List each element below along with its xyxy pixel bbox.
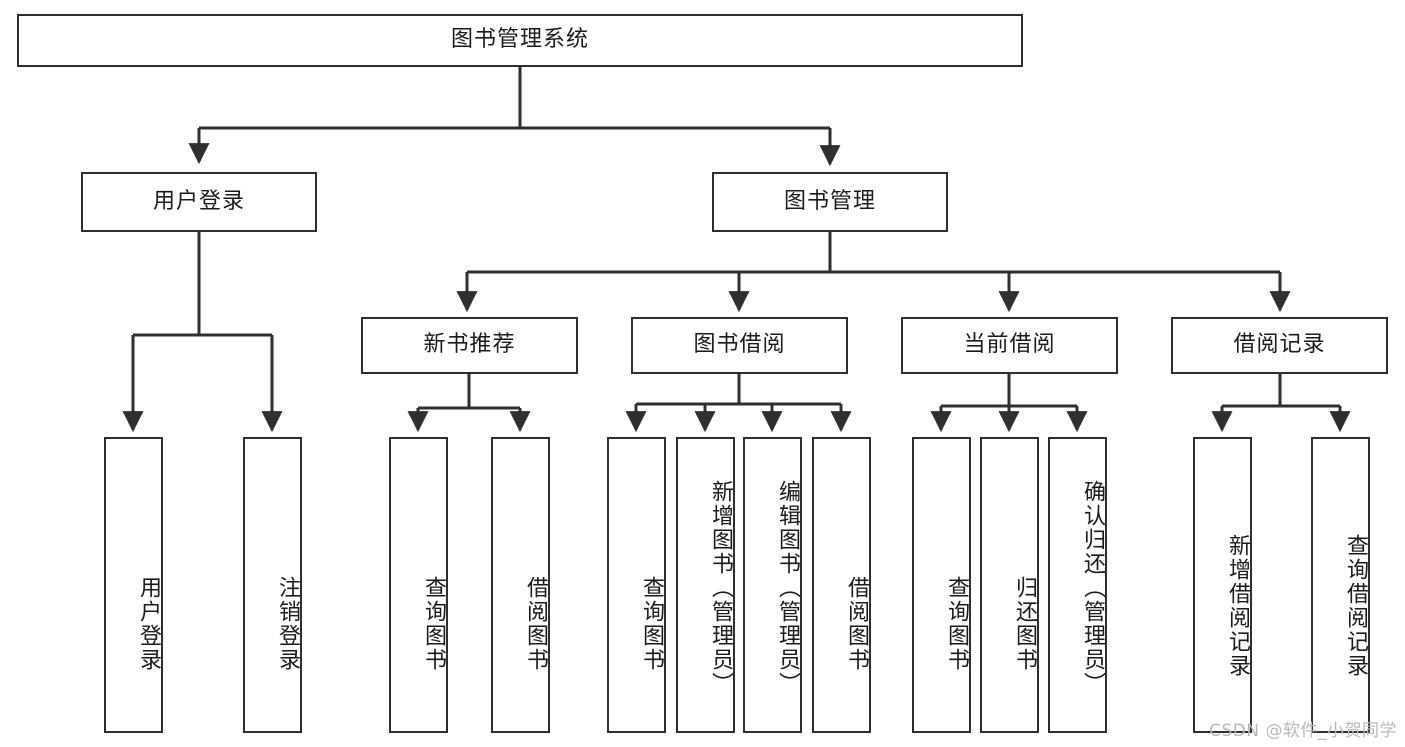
node-user-login[interactable]: 用户登录	[81, 172, 317, 232]
node-leaf-user-login-login[interactable]: 用户登录	[104, 437, 163, 733]
node-leaf-book-borrow-edit[interactable]: 编辑图书（管理员）	[743, 437, 802, 733]
node-leaf-label: 编辑图书（管理员）	[775, 480, 800, 696]
node-leaf-current-borrow-return[interactable]: 归还图书	[980, 437, 1039, 733]
node-new-book-recommend[interactable]: 新书推荐	[361, 317, 578, 374]
node-leaf-book-borrow-borrow[interactable]: 借阅图书	[812, 437, 871, 733]
node-book-management-label: 图书管理	[783, 188, 876, 214]
node-leaf-current-borrow-confirm[interactable]: 确认归还（管理员）	[1048, 437, 1107, 733]
node-leaf-book-borrow-add[interactable]: 新增图书（管理员）	[676, 437, 735, 733]
node-leaf-current-borrow-query[interactable]: 查询图书	[912, 437, 971, 733]
node-current-borrow[interactable]: 当前借阅	[901, 317, 1118, 374]
node-root[interactable]: 图书管理系统	[17, 14, 1023, 67]
node-leaf-label: 查询图书	[421, 576, 446, 672]
node-book-borrow[interactable]: 图书借阅	[631, 317, 848, 374]
node-leaf-label: 查询借阅记录	[1343, 534, 1368, 678]
node-current-borrow-label: 当前借阅	[963, 332, 1056, 358]
node-leaf-user-login-logout[interactable]: 注销登录	[243, 437, 302, 733]
node-borrow-record-label: 借阅记录	[1233, 332, 1326, 358]
node-leaf-label: 注销登录	[275, 576, 300, 672]
node-leaf-borrow-record-add[interactable]: 新增借阅记录	[1193, 437, 1252, 733]
node-leaf-label: 借阅图书	[523, 576, 548, 672]
node-leaf-label: 用户登录	[136, 576, 161, 672]
node-root-label: 图书管理系统	[450, 27, 589, 53]
node-leaf-book-borrow-query[interactable]: 查询图书	[607, 437, 666, 733]
node-leaf-new-book-query[interactable]: 查询图书	[389, 437, 448, 733]
csdn-watermark: CSDN @软件_小贺同学	[1209, 721, 1397, 741]
node-leaf-label: 确认归还（管理员）	[1080, 480, 1105, 696]
node-new-book-recommend-label: 新书推荐	[423, 332, 516, 358]
node-leaf-label: 新增图书（管理员）	[708, 480, 733, 696]
node-book-management[interactable]: 图书管理	[712, 172, 948, 232]
node-leaf-label: 查询图书	[944, 576, 969, 672]
node-leaf-new-book-borrow[interactable]: 借阅图书	[491, 437, 550, 733]
node-leaf-borrow-record-query[interactable]: 查询借阅记录	[1311, 437, 1370, 733]
node-book-borrow-label: 图书借阅	[693, 332, 786, 358]
node-user-login-label: 用户登录	[152, 188, 245, 214]
node-leaf-label: 借阅图书	[844, 576, 869, 672]
node-leaf-label: 查询图书	[639, 576, 664, 672]
node-borrow-record[interactable]: 借阅记录	[1171, 317, 1388, 374]
node-leaf-label: 归还图书	[1012, 576, 1037, 672]
node-leaf-label: 新增借阅记录	[1225, 534, 1250, 678]
